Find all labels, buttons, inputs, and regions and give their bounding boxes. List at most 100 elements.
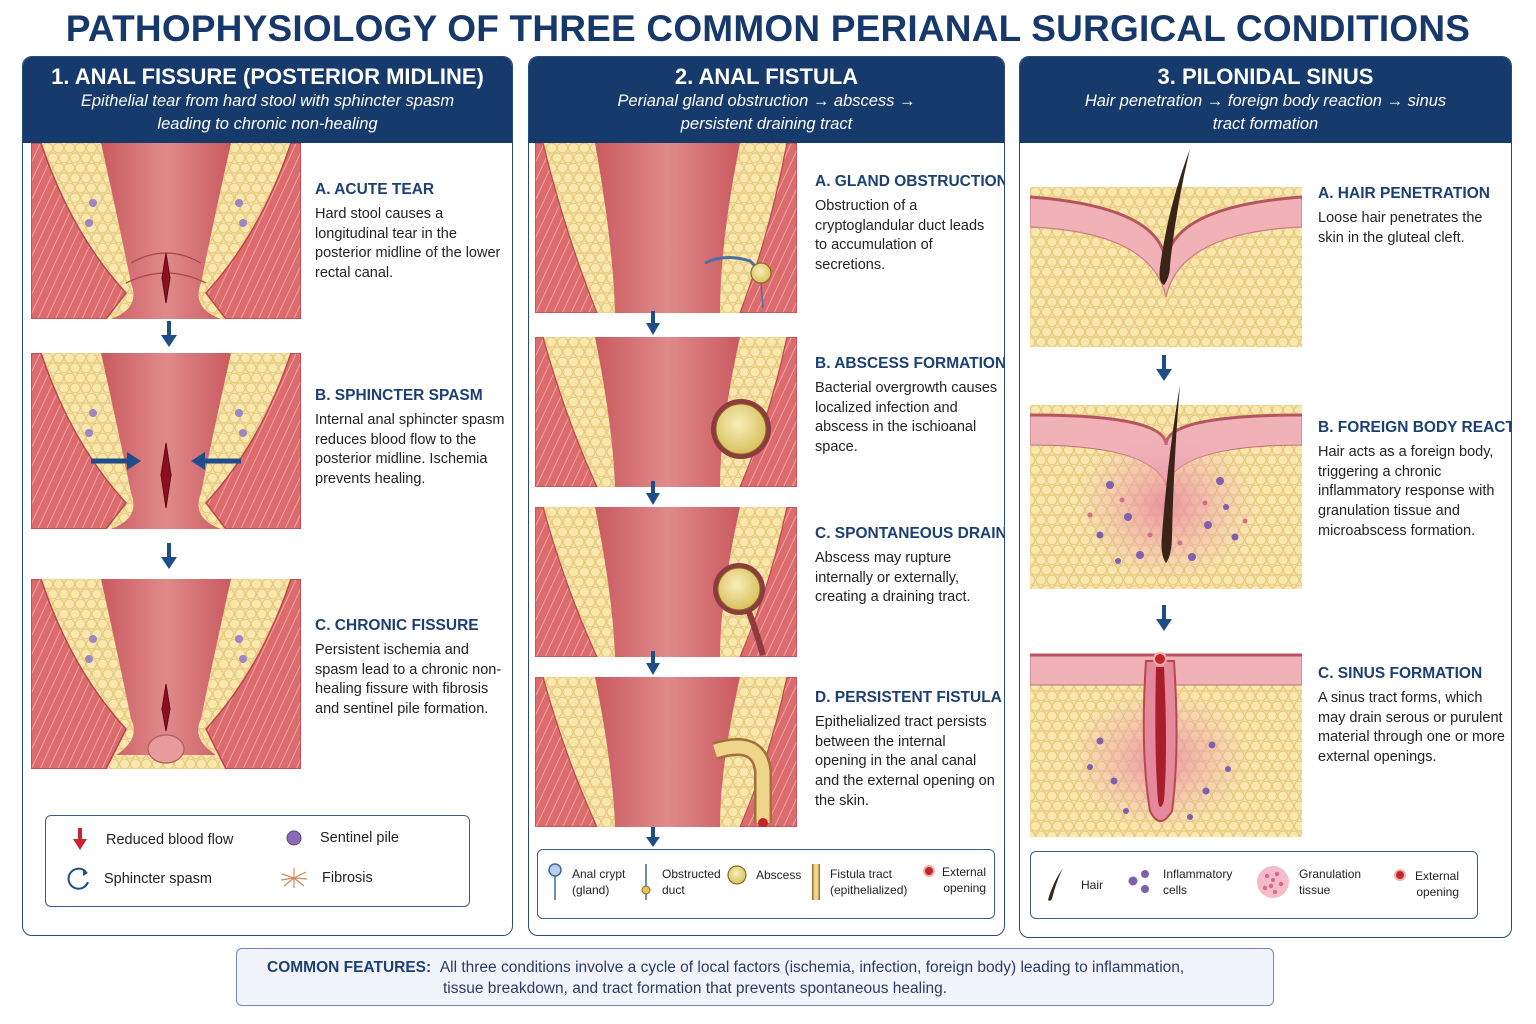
- down-arrow-icon: [646, 481, 660, 505]
- circular-arrow-icon: [67, 867, 89, 890]
- down-arrow-icon: [646, 827, 660, 847]
- step-title: C. CHRONIC FISSURE: [315, 617, 479, 634]
- purple-dot-icon: [286, 830, 302, 846]
- starburst-icon: [280, 868, 308, 888]
- common-features-label: COMMON FEATURES:: [267, 959, 432, 976]
- legend-item: Abscess: [726, 864, 801, 886]
- legend-label: duct: [662, 883, 685, 897]
- step-title: C. SINUS FORMATION: [1318, 665, 1483, 682]
- legend-item: Anal crypt (gland): [546, 862, 625, 902]
- legend-item: Fibrosis: [280, 866, 373, 890]
- legend-label: tissue: [1299, 883, 1331, 897]
- illustration-spontaneous-drainage: [535, 507, 797, 657]
- down-arrow-icon: [161, 321, 177, 347]
- legend-label: (gland): [572, 883, 610, 897]
- panel-title: 3. PILONIDAL SINUS: [1157, 64, 1374, 89]
- legend-item: Reduced blood flow: [70, 828, 233, 852]
- legend-item: External opening: [1393, 868, 1459, 900]
- legend-label: External: [942, 865, 987, 879]
- step-title: A. GLAND OBSTRUCTION: [815, 173, 1005, 190]
- down-arrow-icon: [646, 311, 660, 335]
- legend: Hair Inflammatory cells Granulation tissue…: [1030, 851, 1478, 919]
- legend-label: opening: [1416, 885, 1460, 899]
- legend-label: Abscess: [756, 868, 802, 882]
- step-text-a: A. GLAND OBSTRUCTION Obstruction of a cr…: [815, 173, 1005, 276]
- legend-label: Sphincter spasm: [104, 871, 212, 887]
- illustration-gland-obstruction: [535, 143, 797, 313]
- illustration-foreign-body-reaction: [1030, 385, 1302, 589]
- legend-label: Inflammatory: [1163, 867, 1233, 881]
- panel-pilonidal-sinus: 3. PILONIDAL SINUS Hair penetration → fo…: [1019, 56, 1512, 938]
- step-text-a: A. ACUTE TEAR Hard stool causes a longit…: [315, 181, 505, 284]
- panel-header: 1. ANAL FISSURE (POSTERIOR MIDLINE) Epit…: [23, 57, 512, 143]
- legend-label: External: [1415, 869, 1460, 883]
- step-description: Obstruction of a cryptoglandular duct le…: [815, 198, 985, 274]
- legend-label: Sentinel pile: [320, 830, 399, 846]
- step-description: Internal anal sphincter spasm reduces bl…: [315, 412, 505, 488]
- step-title: B. ABSCESS FORMATION: [815, 355, 1005, 372]
- obstructed-duct-icon: [641, 864, 651, 900]
- down-arrow-icon: [646, 651, 660, 675]
- common-features-box: COMMON FEATURES: All three conditions in…: [236, 948, 1274, 1006]
- legend-label: Anal crypt: [572, 867, 626, 881]
- step-text-c: C. SPONTANEOUS DRAINAGE Abscess may rupt…: [815, 525, 1004, 608]
- step-text-d: D. PERSISTENT FISTULA Epithelialized tra…: [815, 689, 1002, 812]
- down-arrow-icon: [161, 543, 177, 569]
- step-description: Bacterial overgrowth causes localized in…: [815, 380, 998, 456]
- red-down-arrow-icon: [73, 828, 87, 850]
- legend-item: External opening: [922, 864, 986, 896]
- illustration-hair-penetration: [1030, 147, 1302, 347]
- external-opening-icon: [1394, 869, 1406, 881]
- hair-icon: [1048, 868, 1063, 901]
- legend: Reduced blood flow Sentinel pile Sphinct…: [45, 815, 470, 907]
- panel-header: 3. PILONIDAL SINUS Hair penetration → fo…: [1020, 57, 1511, 143]
- step-description: Loose hair penetrates the skin in the gl…: [1318, 210, 1483, 246]
- panel-anal-fissure: 1. ANAL FISSURE (POSTERIOR MIDLINE) Epit…: [22, 56, 513, 936]
- step-text-b: B. FOREIGN BODY REACTION Hair acts as a …: [1318, 419, 1511, 542]
- legend-item: Granulation tissue: [1255, 864, 1361, 900]
- illustration-acute-tear: [31, 143, 301, 319]
- step-description: A sinus tract forms, which may drain ser…: [1318, 690, 1505, 766]
- panel-header: 2. ANAL FISTULA Perianal gland obstructi…: [529, 57, 1004, 143]
- down-arrow-icon: [1156, 605, 1172, 631]
- page-title: PATHOPHYSIOLOGY OF THREE COMMON PERIANAL…: [65, 8, 1471, 49]
- abscess-icon: [727, 865, 747, 885]
- step-description: Persistent ischemia and spasm lead to a …: [315, 642, 502, 718]
- illustration-chronic-fissure: [31, 579, 301, 769]
- legend-label: cells: [1163, 883, 1188, 897]
- legend-item: Inflammatory cells: [1125, 866, 1232, 898]
- panel-title: 1. ANAL FISSURE (POSTERIOR MIDLINE): [51, 64, 484, 89]
- common-features-text: tissue breakdown, and tract formation th…: [443, 980, 948, 997]
- legend-item: Sphincter spasm: [66, 866, 212, 892]
- legend-label: Granulation: [1299, 867, 1362, 881]
- tract-icon: [812, 864, 820, 900]
- illustration-abscess-formation: [535, 337, 797, 487]
- legend-label: opening: [943, 881, 987, 895]
- step-text-b: B. ABSCESS FORMATION Bacterial overgrowt…: [815, 355, 1005, 458]
- panel-title: 2. ANAL FISTULA: [674, 64, 859, 89]
- panel-subtitle: Hair penetration → foreign body reaction…: [1084, 92, 1447, 133]
- legend-label: Fibrosis: [322, 870, 373, 886]
- legend-label: Fistula tract: [830, 867, 893, 881]
- step-description: Hard stool causes a longitudinal tear in…: [315, 206, 501, 282]
- step-description: Hair acts as a foreign body, triggering …: [1318, 444, 1495, 539]
- legend-label: Reduced blood flow: [106, 832, 234, 848]
- illustration-persistent-fistula: [535, 677, 797, 827]
- step-title: A. ACUTE TEAR: [315, 181, 435, 198]
- step-text-c: C. SINUS FORMATION A sinus tract forms, …: [1318, 665, 1508, 768]
- panel-subtitle: Epithelial tear from hard stool with sph…: [80, 92, 455, 133]
- legend-label: Hair: [1081, 878, 1104, 892]
- external-opening-icon: [923, 865, 935, 877]
- illustration-sinus-formation: [1030, 641, 1302, 837]
- legend-item: Sentinel pile: [284, 828, 399, 848]
- step-title: C. SPONTANEOUS DRAINAGE: [815, 525, 1004, 542]
- step-description: Abscess may rupture internally or extern…: [815, 550, 971, 606]
- common-features-text: All three conditions involve a cycle of …: [439, 959, 1185, 976]
- step-description: Epithelialized tract persists between th…: [815, 714, 995, 809]
- granulation-icon: [1257, 866, 1289, 898]
- legend-label: (epithelialized): [830, 883, 908, 897]
- down-arrow-icon: [1156, 355, 1172, 381]
- step-title: B. FOREIGN BODY REACTION: [1318, 419, 1511, 436]
